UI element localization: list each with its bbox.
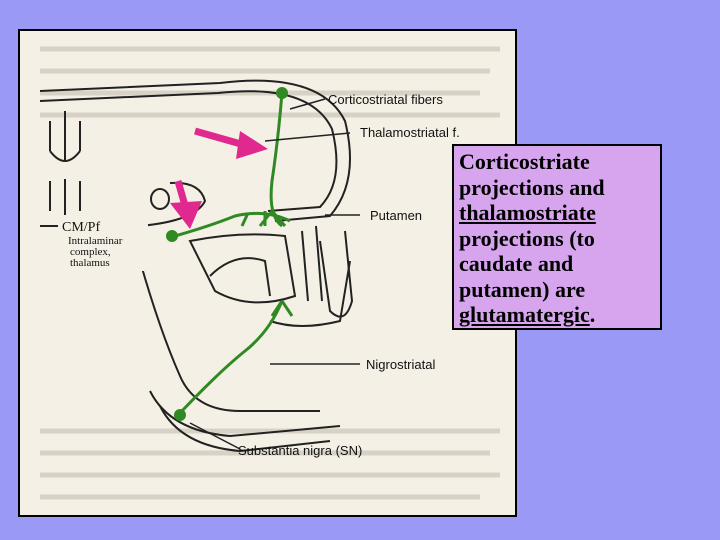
nigrostriatal-pathway (178, 300, 294, 415)
thalamic-neuron-body (166, 230, 178, 242)
label-thalamus: thalamus (70, 257, 110, 269)
leader-lines (189, 98, 360, 450)
callout-text-5: . (589, 302, 596, 327)
nigrostriatal-branch (270, 300, 294, 317)
cortical-neuron-body (276, 87, 288, 99)
label-cm-pf: CM/Pf (62, 220, 100, 235)
nigral-neuron-body (174, 409, 186, 421)
label-putamen: Putamen (370, 208, 422, 223)
callout-term-glutamatergic: glutamatergic (459, 302, 590, 327)
label-thalamostriatal: Thalamostriatal f. (360, 125, 460, 140)
label-complex: complex, (70, 246, 111, 258)
putamen-lateral (319, 230, 354, 318)
midbrain-outline (139, 260, 320, 412)
brainstem-arc-1 (149, 390, 341, 438)
cortex-outline (39, 79, 351, 222)
brainstem-arc-2 (159, 405, 331, 453)
arrow-thalamostriatal-head (170, 201, 202, 229)
arrow-corticostriatal-head (236, 131, 268, 159)
lentiform-inner (209, 257, 271, 297)
ventricle-shape (49, 111, 81, 162)
putamen-lower (269, 260, 351, 327)
ventricle-lower-shape (49, 179, 81, 216)
thalamus-top (40, 181, 207, 227)
label-nigrostriatal: Nigrostriatal (366, 357, 435, 372)
callout-text-3: projections (to caudate and putamen) are (459, 225, 595, 302)
thalamostriatal-branch (240, 211, 267, 227)
internal-capsule (301, 225, 323, 302)
brain-outline (39, 79, 354, 453)
highlight-arrows (170, 127, 268, 229)
label-substantia-nigra: Substantia nigra (SN) (238, 443, 362, 458)
label-corticostriatal-fibers: Corticostriatal fibers (328, 92, 443, 107)
basal-ganglia-figure: Corticostriatal fibers Thalamostriatal f… (18, 29, 517, 517)
lentiform-nucleus (188, 233, 297, 304)
cm-pf-label-box (58, 215, 148, 271)
thalamus-nucleus (150, 188, 170, 210)
label-intralaminar: Intralaminar (68, 235, 123, 247)
background-text (40, 46, 500, 500)
cortex-inner-outline (39, 90, 338, 212)
callout-text-1: Corticostriate projections and (459, 149, 605, 200)
thalamostriatal-fiber (174, 211, 291, 238)
callout-box: Corticostriate projections and thalamost… (452, 144, 662, 330)
nigrostriatal-fiber (178, 300, 284, 415)
callout-term-thalamostriate: thalamostriate (459, 200, 596, 225)
pathway-diagram: Corticostriatal fibers Thalamostriatal f… (39, 46, 500, 500)
thalamostriatal-pathway (174, 211, 291, 238)
